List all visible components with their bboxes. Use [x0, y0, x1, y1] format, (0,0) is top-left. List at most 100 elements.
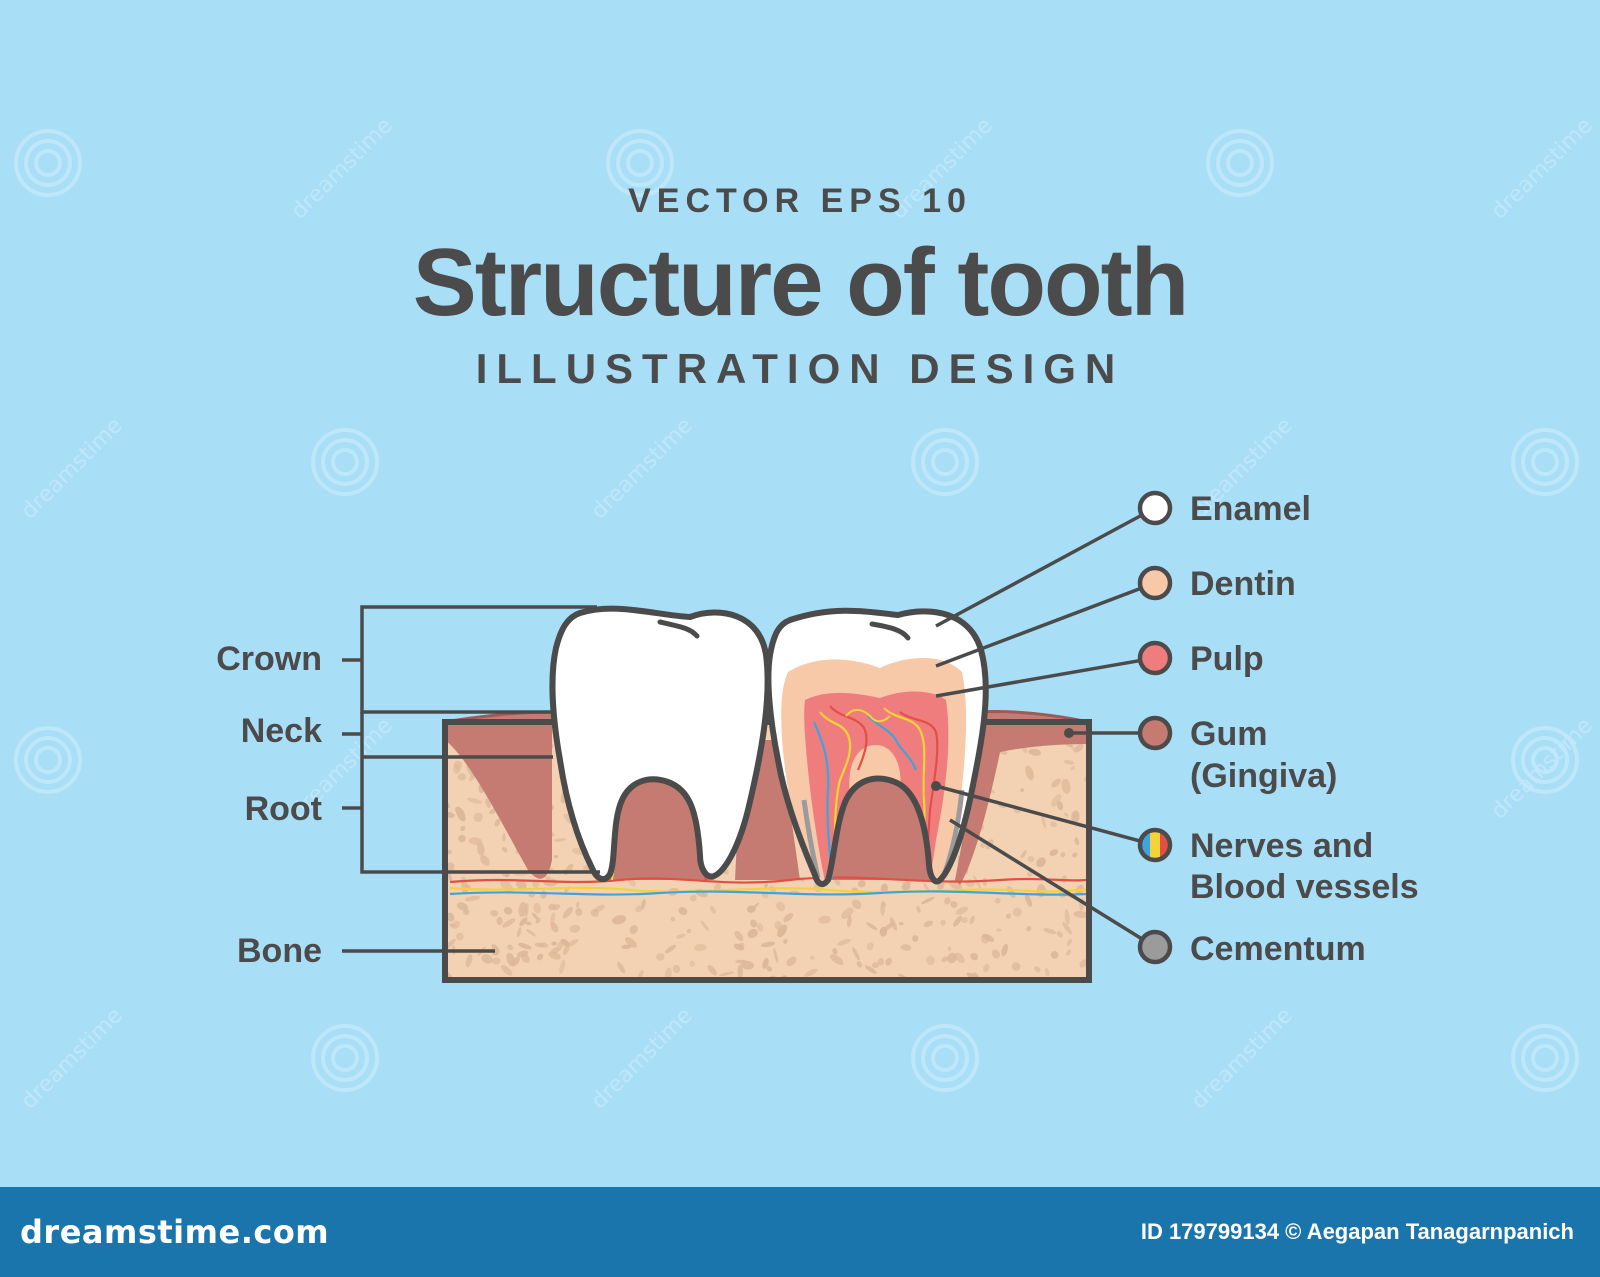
- bone-spot: [465, 954, 473, 968]
- bone-spot: [996, 928, 1002, 932]
- bone-spot: [1066, 949, 1071, 956]
- bone-spot: [750, 919, 758, 928]
- legend-markers: [1137, 490, 1173, 965]
- bone-spot: [1061, 778, 1071, 794]
- watermark-icon: [1511, 428, 1579, 496]
- bone-spot: [477, 842, 485, 856]
- bone-spot: [525, 921, 532, 926]
- bone-spot: [991, 949, 1000, 959]
- bone-spot: [612, 915, 627, 925]
- bone-spot: [1057, 801, 1064, 811]
- tooth-whole-groove: [657, 619, 700, 639]
- bone-spot: [764, 883, 769, 888]
- bone-spot: [700, 920, 710, 932]
- bone-spot: [982, 934, 995, 942]
- bone-spot: [1063, 760, 1075, 765]
- bone-spot: [559, 959, 566, 974]
- bone-spot: [741, 960, 754, 970]
- bone-spot: [871, 962, 880, 969]
- bone-spot: [969, 915, 975, 925]
- bone-spot: [747, 928, 758, 939]
- watermark-text: dreamstime: [287, 113, 398, 224]
- bone-spot: [760, 941, 776, 948]
- bone-spot: [1051, 778, 1061, 788]
- bone-spot: [485, 798, 491, 809]
- bone-spot: [738, 942, 745, 949]
- watermark-icon: [911, 428, 979, 496]
- bone-spot: [880, 883, 888, 894]
- bone-spot: [690, 894, 697, 902]
- bone-spot: [865, 965, 877, 974]
- watermark-icon: [311, 428, 379, 496]
- bone-spot: [537, 953, 544, 961]
- bone-spot: [464, 895, 481, 902]
- bone-spot: [783, 912, 794, 923]
- bone-spot: [456, 902, 468, 911]
- bone-spot: [1071, 810, 1080, 823]
- bone-spot: [940, 919, 946, 926]
- bone-spot: [694, 943, 707, 952]
- bone-spot: [1062, 921, 1072, 935]
- bone-spot: [1000, 750, 1008, 755]
- bone-spot: [912, 935, 919, 942]
- bone-spot: [676, 933, 686, 939]
- watermark-icon: [14, 129, 82, 197]
- bone-spot: [1079, 959, 1089, 968]
- bone-spot: [531, 912, 539, 920]
- bone-spot: [548, 951, 561, 960]
- bone-spot: [446, 912, 455, 922]
- dentin-leader: [935, 581, 1156, 668]
- enamel-leader: [935, 506, 1156, 628]
- pulp-marker: [1137, 640, 1173, 676]
- bone-spot: [1005, 913, 1012, 919]
- gum-marker: [1137, 715, 1173, 751]
- watermark-icon: [1206, 129, 1274, 197]
- image-credit: ID 179799134 © Aegapan Tanagarnpanich: [1140, 1219, 1574, 1244]
- bone-spot: [461, 880, 469, 895]
- bone-spot: [947, 946, 952, 952]
- bone-spot: [460, 825, 466, 832]
- bone-spot: [970, 952, 979, 961]
- bone-spot: [473, 812, 483, 822]
- label-gum: Gum: [1190, 715, 1267, 753]
- bone-spot: [1064, 908, 1070, 925]
- bone-spot: [1074, 837, 1080, 846]
- bone-spot: [1020, 788, 1025, 793]
- bone-spot: [556, 941, 563, 951]
- bone-spot: [804, 968, 818, 977]
- bone-spot: [950, 901, 958, 908]
- bone-spot: [1011, 962, 1021, 971]
- label-dentin: Dentin: [1190, 565, 1296, 603]
- bone-spot: [505, 873, 509, 878]
- bone-spot: [916, 906, 921, 913]
- bone-spot: [773, 947, 779, 963]
- bone-spot: [617, 961, 626, 974]
- bone-spot: [709, 905, 716, 914]
- bone-spot: [1025, 765, 1034, 781]
- diagram-supertitle: VECTOR EPS 10: [628, 182, 972, 220]
- bone-spot: [901, 881, 911, 891]
- bone-spot: [809, 955, 815, 960]
- cementum-leader: [949, 818, 1156, 949]
- bone-spot: [563, 944, 570, 956]
- bone-spot: [670, 916, 676, 922]
- bone-spot: [553, 838, 567, 842]
- bone-spot: [1060, 852, 1066, 858]
- bone-spot: [519, 917, 528, 927]
- label-bone: Bone: [237, 932, 322, 970]
- bone-spot: [774, 920, 782, 930]
- blood-vessel-line: [449, 876, 1087, 884]
- bone-spot: [490, 909, 499, 917]
- bone-spot: [1041, 813, 1046, 829]
- bone-spot: [641, 899, 646, 910]
- label-cementum: Cementum: [1190, 930, 1366, 968]
- bone-spot: [832, 948, 838, 955]
- watermark-icon: [1511, 1024, 1579, 1092]
- bone-spot: [1072, 852, 1078, 858]
- bone-spot: [846, 915, 852, 928]
- bone-spot: [1026, 925, 1032, 932]
- bone-spot: [575, 908, 583, 916]
- bone-spot: [1020, 850, 1027, 859]
- tooth-cross-section-outline: [765, 607, 989, 888]
